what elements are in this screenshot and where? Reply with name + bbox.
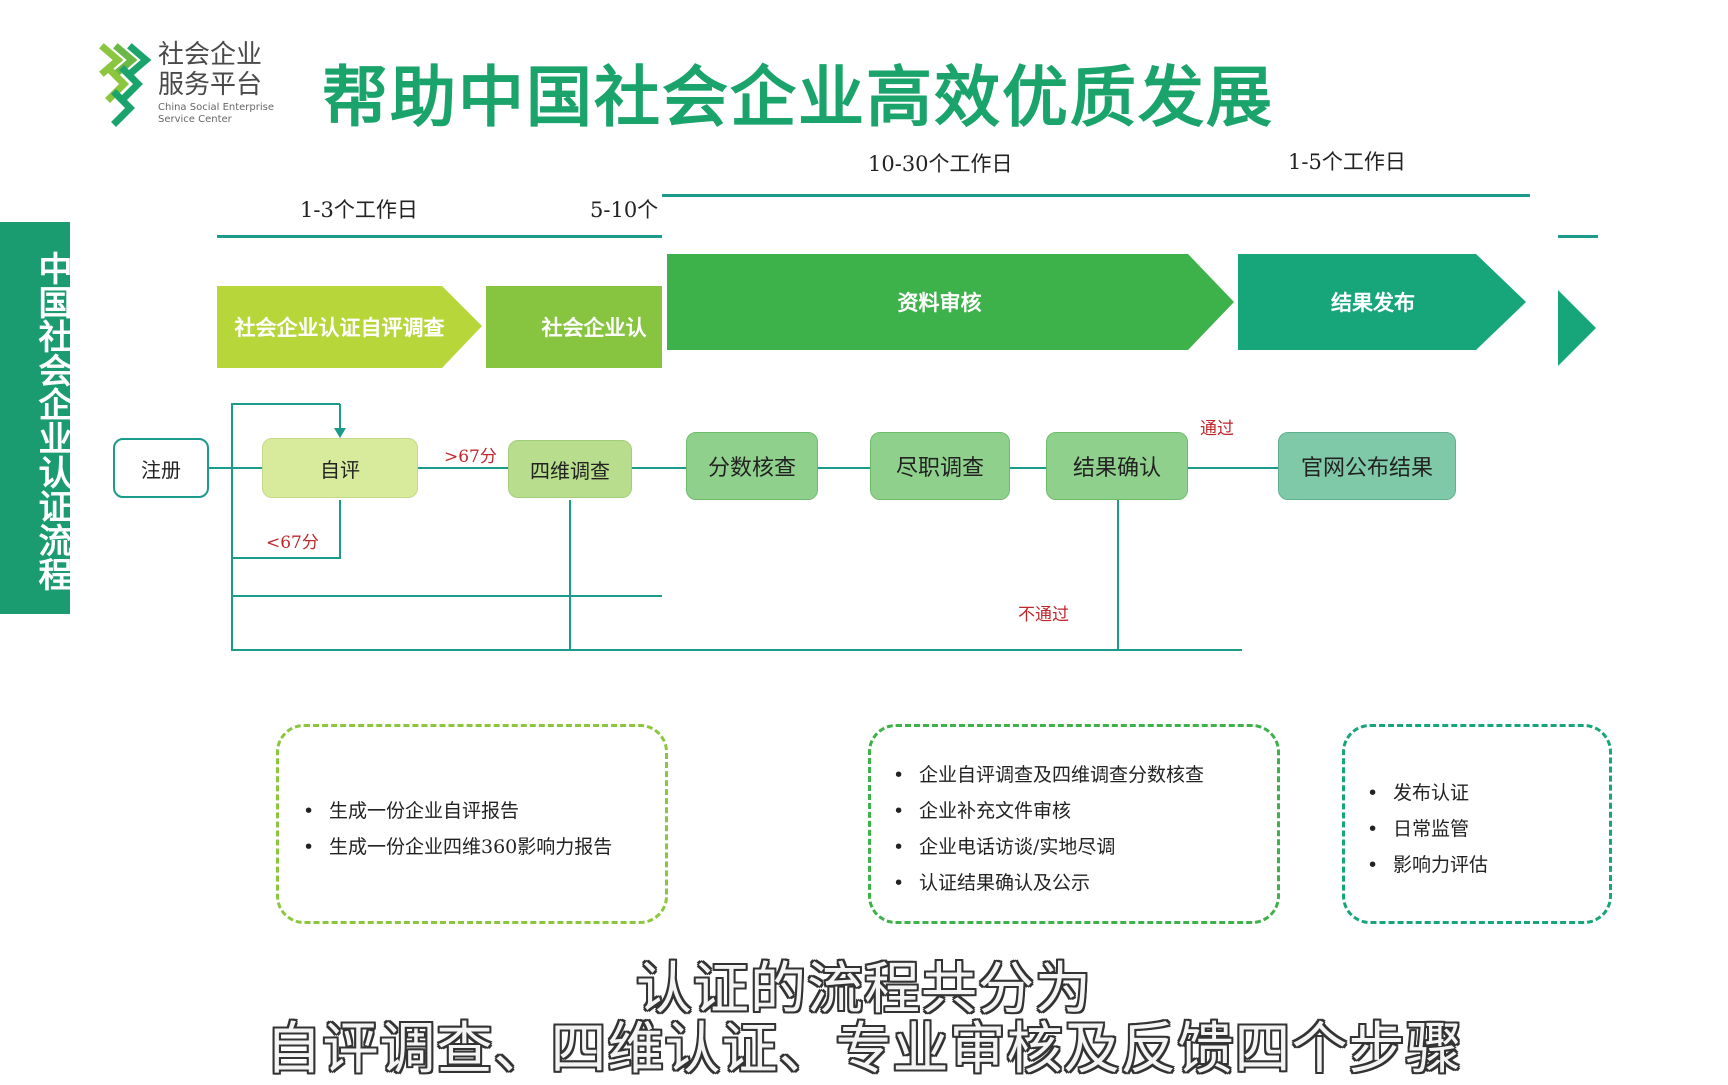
duration-2: 5-10个 (590, 198, 659, 222)
list-item: 发布认证 (1367, 775, 1488, 811)
subtitle-line-2: 自评调查、四维认证、专业审核及反馈四个步骤 (265, 1017, 1463, 1082)
page-title: 帮助中国社会企业高效优质发展 (322, 59, 1274, 136)
duration-5-line (1558, 235, 1598, 238)
duration-3: 10-30个工作日 (868, 152, 1013, 176)
duration-3-4-line (662, 194, 1530, 197)
info-box-middle-list: 企业自评调查及四维调查分数核查 企业补充文件审核 企业电话访谈/实地尽调 认证结… (893, 757, 1204, 901)
sidebar-title: 中国社会企业认证流程 (0, 222, 72, 614)
cond-less-67: <67分 (266, 533, 319, 553)
stage-2-label: 社会企业认 (541, 315, 647, 340)
list-item: 认证结果确认及公示 (893, 865, 1204, 901)
list-item: 生成一份企业自评报告 (303, 793, 612, 829)
logo-text-line1: 社会企业 (158, 40, 263, 70)
list-item: 影响力评估 (1367, 847, 1488, 883)
info-box-left: 生成一份企业自评报告 生成一份企业四维360影响力报告 (276, 724, 668, 924)
stage-5-arrow (1558, 290, 1596, 366)
list-item: 日常监管 (1367, 811, 1488, 847)
info-box-middle: 企业自评调查及四维调查分数核查 企业补充文件审核 企业电话访谈/实地尽调 认证结… (868, 724, 1280, 924)
logo-mark-icon (99, 43, 152, 127)
logo-text-line2: 服务平台 (158, 70, 263, 100)
flow-connectors (207, 403, 1278, 651)
logo-en-line1: China Social Enterprise (158, 102, 275, 113)
stage-4-arrow (1238, 254, 1526, 350)
node-register: 注册 (113, 438, 209, 498)
node-score-check: 分数核查 (686, 432, 818, 500)
node-due-diligence: 尽职调查 (870, 432, 1010, 500)
cond-greater-67: >67分 (444, 447, 497, 467)
logo: 社会企业 服务平台 China Social Enterprise Servic… (98, 40, 278, 128)
list-item: 企业自评调查及四维调查分数核查 (893, 757, 1204, 793)
cond-fail: 不通过 (1018, 605, 1069, 625)
info-box-right: 发布认证 日常监管 影响力评估 (1342, 724, 1612, 924)
stage-1-arrow (217, 286, 482, 368)
stage-arrows (217, 254, 1596, 368)
duration-1: 1-3个工作日 (300, 198, 418, 222)
duration-4: 1-5个工作日 (1288, 150, 1406, 174)
stage-1-label: 社会企业认证自评调查 (234, 315, 445, 340)
node-result-confirm: 结果确认 (1046, 432, 1188, 500)
node-publish-result: 官网公布结果 (1278, 432, 1456, 500)
logo-en-line2: Service Center (158, 114, 232, 125)
stage-3-label: 资料审核 (897, 290, 982, 315)
loop-arrowhead (334, 428, 346, 438)
list-item: 生成一份企业四维360影响力报告 (303, 829, 612, 865)
stage-3-arrow (667, 254, 1234, 350)
node-four-dim-survey: 四维调查 (508, 440, 632, 498)
list-item: 企业电话访谈/实地尽调 (893, 829, 1204, 865)
node-self-eval: 自评 (262, 438, 418, 498)
list-item: 企业补充文件审核 (893, 793, 1204, 829)
info-box-right-list: 发布认证 日常监管 影响力评估 (1367, 775, 1488, 883)
duration-1-line (217, 235, 662, 238)
info-box-left-list: 生成一份企业自评报告 生成一份企业四维360影响力报告 (303, 793, 612, 865)
sidebar-title-text: 中国社会企业认证流程 (32, 251, 72, 591)
stage-2-arrow (486, 286, 662, 368)
stage-4-label: 结果发布 (1331, 290, 1415, 315)
cond-pass: 通过 (1200, 419, 1234, 439)
subtitle-line-1: 认证的流程共分为 (636, 957, 1092, 1022)
